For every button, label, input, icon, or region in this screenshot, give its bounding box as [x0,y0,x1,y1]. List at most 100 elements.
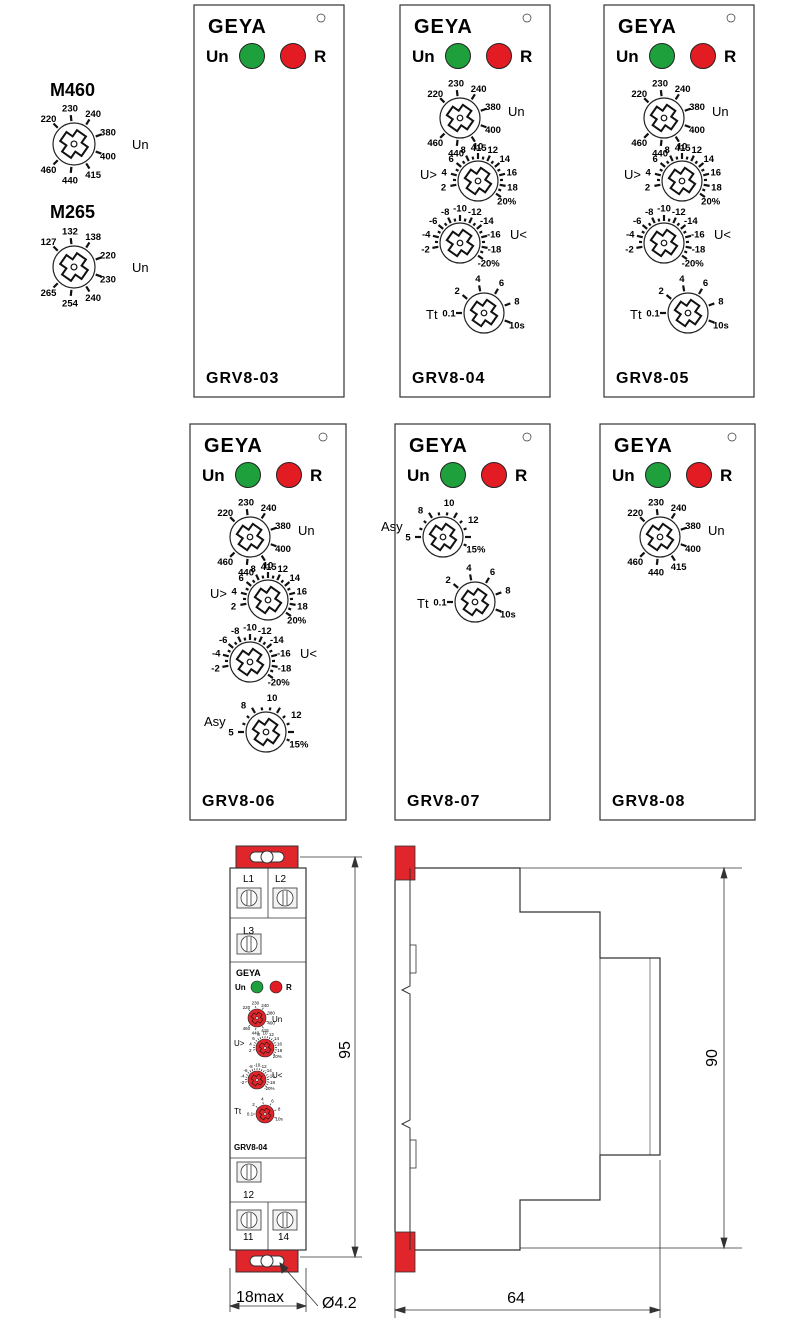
knob-uover-label: 4 [249,1042,252,1047]
knob-uover-label: 8 [257,1032,260,1037]
device-side-view [394,845,661,1273]
knob-uover-label: 16 [277,1042,283,1047]
knob-tt-label: 6 [499,278,504,289]
knob-uover-label: 18 [711,183,722,194]
knob-tt-label: 2 [659,286,664,297]
knob-uunder-label: -14 [265,1068,272,1073]
knob-m265-label: 240 [85,293,101,304]
panel-r-led [486,43,512,69]
terminal-screw [236,1161,262,1183]
knob-un-label: 380 [275,521,291,532]
knob-m460-label: 220 [41,114,57,125]
knob-uunder: -2-4-6-8-10-12-14-16-18-20%U< [211,623,317,689]
knob-tt-unit: Tt [234,1107,242,1116]
panel-model: GRV8-04 [412,370,485,387]
terminal-12-label: 12 [243,1190,255,1201]
knob-un-label: 415 [671,562,688,573]
panel-r-label: R [515,466,527,485]
knob-m460-label: 230 [62,104,78,115]
side-bottom-clip [394,1231,416,1273]
knob-m460-legend: M460 [50,80,95,100]
knob-tt-label: 4 [261,1097,264,1102]
knob-tt-label: 8 [278,1106,281,1111]
knob-un-label: 415 [675,143,692,154]
knob-tt-label: 4 [679,274,685,285]
knob-tt-unit: Tt [630,307,642,322]
device-brand: GEYA [236,968,261,978]
knob-uunder-label: -2 [625,245,633,256]
knob-uunder-label: -12 [260,1064,267,1069]
knob-uunder-label: -4 [422,229,431,240]
panel-r-led [690,43,716,69]
knob-uunder-label: -10 [243,623,257,634]
panel-r-led [276,462,302,488]
front-dimensions [228,855,362,1312]
knob-uunder-label: -14 [480,216,494,227]
knob-uover-label: 12 [269,1032,275,1037]
knob-uover-label: 20% [701,197,721,208]
dim-width-18max: 18max [236,1289,284,1306]
knob-m265-unit: Un [132,260,149,275]
knob-m460-label: 240 [85,109,101,120]
knob-asy-label: 12 [468,515,479,526]
knob-uover-label: 12 [278,564,289,575]
knob-tt-label: 6 [703,278,708,289]
knob-un-label: 380 [685,521,701,532]
knob-m265-label: 127 [41,237,57,248]
knob-uover-label: 16 [711,167,722,178]
knob-tt-label: 8 [718,297,723,308]
knob-tt-label: 6 [271,1099,274,1104]
knob-asy-label: 12 [291,710,302,721]
knob-un-label: 380 [689,102,705,113]
knob-uunder-label: -20% [478,259,501,270]
top-clip-hole [260,850,274,864]
knob-uover-label: 14 [704,154,715,165]
knob-un-label: 240 [261,1003,269,1008]
knob-asy-label: 8 [418,506,423,517]
knob-uover-label: 16 [507,167,518,178]
terminal-screw [236,1209,262,1231]
panel-model: GRV8-03 [206,370,279,387]
knob-tt-unit: Tt [426,307,438,322]
knob-uunder-label: -12 [468,207,482,218]
knob-asy-unit: Asy [381,519,403,534]
knob-un-label: 240 [671,503,687,514]
panel-model: GRV8-05 [616,370,689,387]
knob-tt-label: 0.1 [646,309,660,320]
knob-uunder: -2-4-6-8-10-12-14-16-18-20%U< [421,204,527,270]
knob-tt-label: 8 [514,297,519,308]
knob-un-label: 220 [217,508,233,519]
knob-uunder-unit: U< [300,646,317,661]
knob-uunder-label: -4 [212,648,221,659]
knob-uover-label: 12 [488,145,499,156]
knob-asy-label: 5 [228,728,234,739]
knob-uover-label: 18 [277,1048,283,1053]
knob-uunder-unit: U< [714,227,731,242]
panel-r-label: R [314,47,326,66]
knob-un-label: 460 [627,557,643,568]
knob-uunder-label: -6 [633,216,641,227]
knob-uover-label: 14 [274,1036,280,1041]
knob-tt-label: 0.1 [433,598,447,609]
terminal-l3-label: L3 [243,926,255,937]
knob-m460-label: 380 [100,128,116,139]
knob-uover-label: 20% [273,1054,282,1059]
knob-un-unit: Un [712,104,729,119]
knob-uover-label: 16 [297,586,308,597]
device-un-label: Un [235,983,246,992]
knob-tt-label: 2 [446,575,451,586]
knob-un-label: 440 [238,567,254,578]
knob-m265-label: 230 [100,274,116,285]
knob-asy-label: 15% [289,739,309,750]
panel-frame [189,423,347,821]
knob-uunder-label: -16 [487,229,501,240]
knob-tt-label: 4 [475,274,481,285]
panel-model: GRV8-08 [612,793,685,810]
